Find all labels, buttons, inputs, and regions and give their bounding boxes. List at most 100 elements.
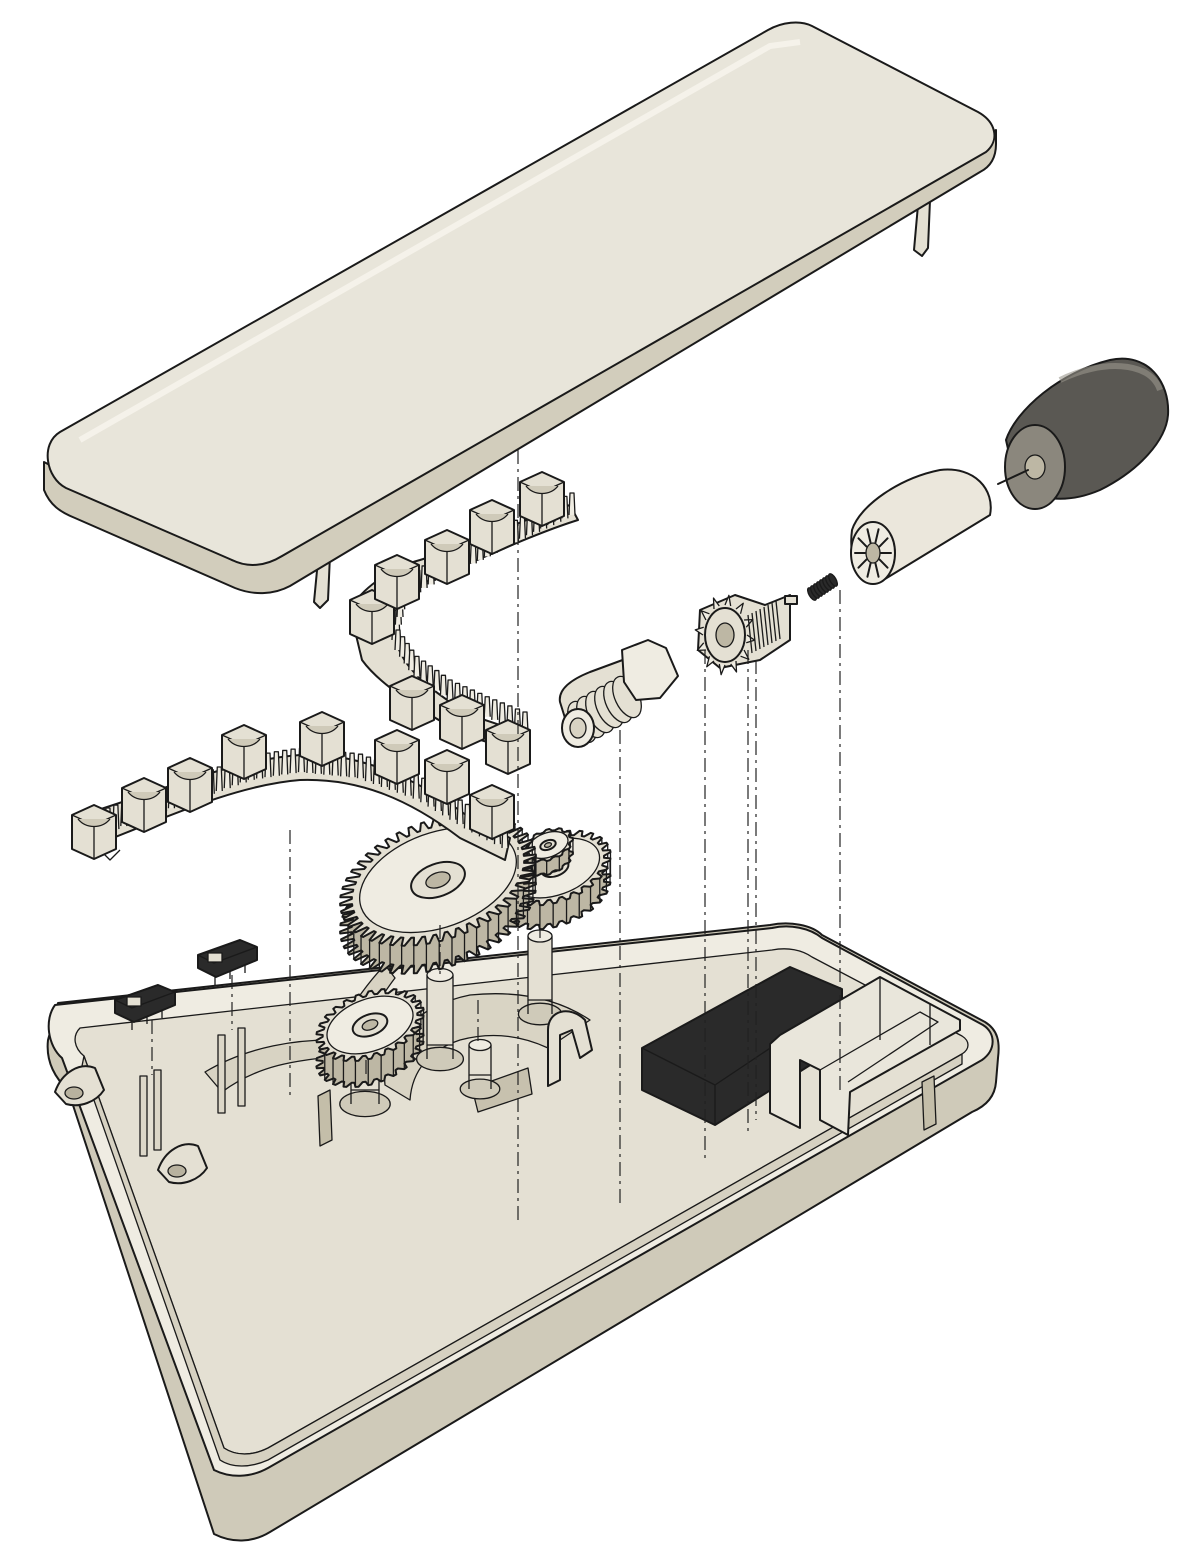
rack-tooth — [364, 756, 373, 782]
rack-tooth — [491, 699, 499, 720]
pinion-spline — [775, 600, 781, 640]
pinion-tooth — [700, 610, 710, 621]
coupler-bore — [865, 542, 881, 564]
post-shaft — [426, 974, 454, 1046]
upper-rack — [349, 471, 579, 775]
housing-curved-channel — [204, 964, 396, 1093]
pinion-tooth — [740, 649, 750, 660]
rack-tooth — [413, 655, 421, 677]
pinion-tooth — [712, 597, 720, 610]
post-edge — [426, 1045, 454, 1059]
pinion-spline — [759, 608, 765, 648]
post-edge — [527, 1000, 553, 1014]
mounting-ear-left — [54, 1065, 105, 1107]
rack-guide-block-notch — [430, 763, 464, 773]
pinion — [694, 594, 798, 676]
pinion-spline — [747, 614, 753, 654]
rack-guide-block-notch — [445, 708, 479, 718]
micro-switch-2 — [197, 939, 258, 985]
rack-tooth — [419, 660, 428, 682]
motor-coupler — [850, 468, 992, 585]
coupler-spoke — [878, 558, 889, 569]
rack-tooth — [289, 748, 297, 774]
top-cover — [43, 21, 997, 609]
rack-guide-block-notch — [491, 733, 525, 743]
coupler-spoke — [866, 562, 872, 578]
rack-guide-block-notch — [475, 513, 509, 523]
post-base — [415, 1046, 465, 1072]
mounting-ear-right — [157, 1143, 208, 1185]
base-housing — [46, 922, 1000, 1542]
switch-pins — [139, 1027, 246, 1157]
large-spur-gear — [339, 813, 537, 975]
spring — [806, 573, 839, 601]
coupler-spoke — [866, 528, 872, 544]
pinion-spline — [771, 602, 777, 642]
pinion-tooth — [724, 594, 732, 607]
pinion-tooth — [730, 660, 738, 673]
pinion-spline — [767, 604, 773, 644]
rack-tooth — [433, 669, 441, 691]
coupler-spoke — [878, 537, 889, 548]
rack-guide-block-notch — [380, 743, 414, 753]
battery-compartment-walls — [769, 976, 961, 1136]
pinion-spline — [755, 610, 761, 650]
post-top — [468, 1038, 492, 1052]
rack-tooth — [518, 516, 527, 539]
pinion-tooth — [735, 602, 744, 614]
lid-top-face — [46, 21, 996, 566]
rack-tooth — [498, 702, 506, 723]
rack-tooth — [483, 696, 491, 717]
rack-tooth — [446, 679, 454, 701]
pinion-tooth — [696, 642, 706, 651]
dc-motor — [997, 357, 1170, 510]
housing-clip-slot — [317, 1089, 333, 1147]
pinion-spline — [763, 606, 769, 646]
housing-inner-wall — [81, 1053, 963, 1467]
assembly-guide-lines — [151, 450, 841, 1220]
rack-guide-block-notch — [127, 791, 161, 801]
pinion-tooth — [718, 663, 726, 676]
post-base — [459, 1078, 501, 1100]
post-edge — [468, 1075, 492, 1089]
pinion-spline — [751, 612, 757, 652]
pinion-bore — [715, 622, 735, 648]
coupler-spoke — [874, 528, 880, 544]
small-gear-bore — [361, 1019, 379, 1031]
rack-tooth — [272, 751, 281, 776]
worm-gear — [558, 639, 679, 748]
rack-tooth — [439, 674, 448, 696]
rack-tooth — [215, 766, 223, 792]
housing-clip-slot — [921, 1075, 937, 1131]
post-base — [339, 1090, 391, 1118]
rack-guide-block-notch — [395, 689, 429, 699]
rack-guide-block-notch — [355, 603, 389, 613]
pinion-tooth — [694, 626, 704, 636]
rack-guide-block-notch — [173, 771, 207, 781]
rack-guide-block-notch — [525, 485, 559, 495]
small-spur-gear — [315, 988, 425, 1088]
pinion-tooth — [706, 656, 715, 668]
rack-tooth — [426, 665, 434, 686]
housing-snap-clip — [547, 1010, 593, 1087]
rack-tooth — [456, 799, 464, 825]
compound-gear-small-bore — [543, 842, 553, 848]
rack-guide-block-notch — [227, 738, 261, 748]
rack-tooth — [348, 752, 356, 778]
rack-guide-block-notch — [77, 818, 111, 828]
micro-switch-1 — [114, 984, 176, 1030]
rack-guide-block-notch — [380, 568, 414, 578]
rack-guide-block-notch — [305, 725, 339, 735]
rack-tooth — [356, 753, 365, 779]
rack-tooth — [412, 773, 420, 799]
rack-tooth — [568, 492, 576, 516]
lower-rack — [71, 711, 515, 861]
large-gear-bore — [425, 871, 451, 889]
post-shaft — [527, 935, 553, 1001]
coupler-spoke — [857, 537, 868, 548]
coupler-spoke — [874, 562, 880, 578]
housing-front-slot — [471, 1067, 533, 1113]
coupler-spoke — [857, 558, 868, 569]
